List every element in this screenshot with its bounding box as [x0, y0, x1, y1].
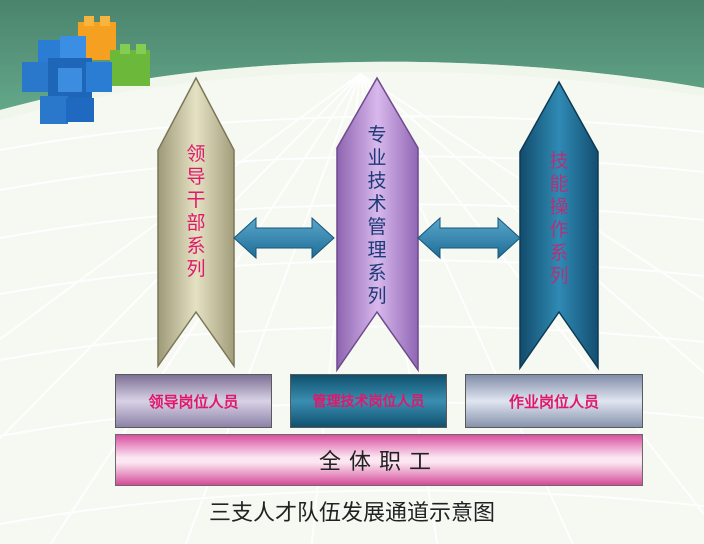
series-char: 领	[186, 143, 206, 165]
double-arrow-right	[417, 216, 521, 260]
arrow-skill	[519, 80, 599, 371]
series-char: 管	[367, 216, 387, 238]
series-char: 理	[367, 239, 387, 261]
series-char: 列	[367, 285, 387, 307]
puzzle-cubes-icon	[22, 16, 150, 124]
skill-position-box: 作业岗位人员	[465, 374, 643, 428]
skill-series-label: 技能操作系列	[547, 150, 571, 288]
diagram-caption: 三支人才队伍发展通道示意图	[208, 501, 495, 526]
series-char: 术	[367, 193, 387, 215]
double-arrow-left	[233, 216, 335, 260]
series-char: 作	[549, 219, 569, 241]
series-char: 业	[367, 147, 387, 169]
arrow-leader	[157, 76, 235, 369]
all-staff-base-bar: 全体职工	[115, 434, 643, 486]
arrow-technical	[336, 76, 419, 373]
series-char: 部	[186, 212, 206, 234]
series-char: 系	[186, 235, 206, 257]
series-char: 技	[367, 170, 387, 192]
series-char: 系	[367, 262, 387, 284]
series-char: 专	[367, 124, 387, 146]
series-char: 系	[549, 242, 569, 264]
leader-position-box: 领导岗位人员	[115, 374, 272, 428]
series-char: 技	[549, 150, 569, 172]
technical-position-box: 管理技术岗位人员	[290, 374, 447, 428]
series-char: 干	[186, 189, 206, 211]
series-char: 列	[549, 265, 569, 287]
series-char: 导	[186, 166, 206, 188]
leader-series-label: 领导干部系列	[184, 143, 208, 281]
series-char: 操	[549, 196, 569, 218]
series-char: 列	[186, 258, 206, 280]
technical-series-label: 专业技术管理系列	[365, 124, 389, 308]
header-wave	[0, 0, 704, 110]
series-char: 能	[549, 173, 569, 195]
